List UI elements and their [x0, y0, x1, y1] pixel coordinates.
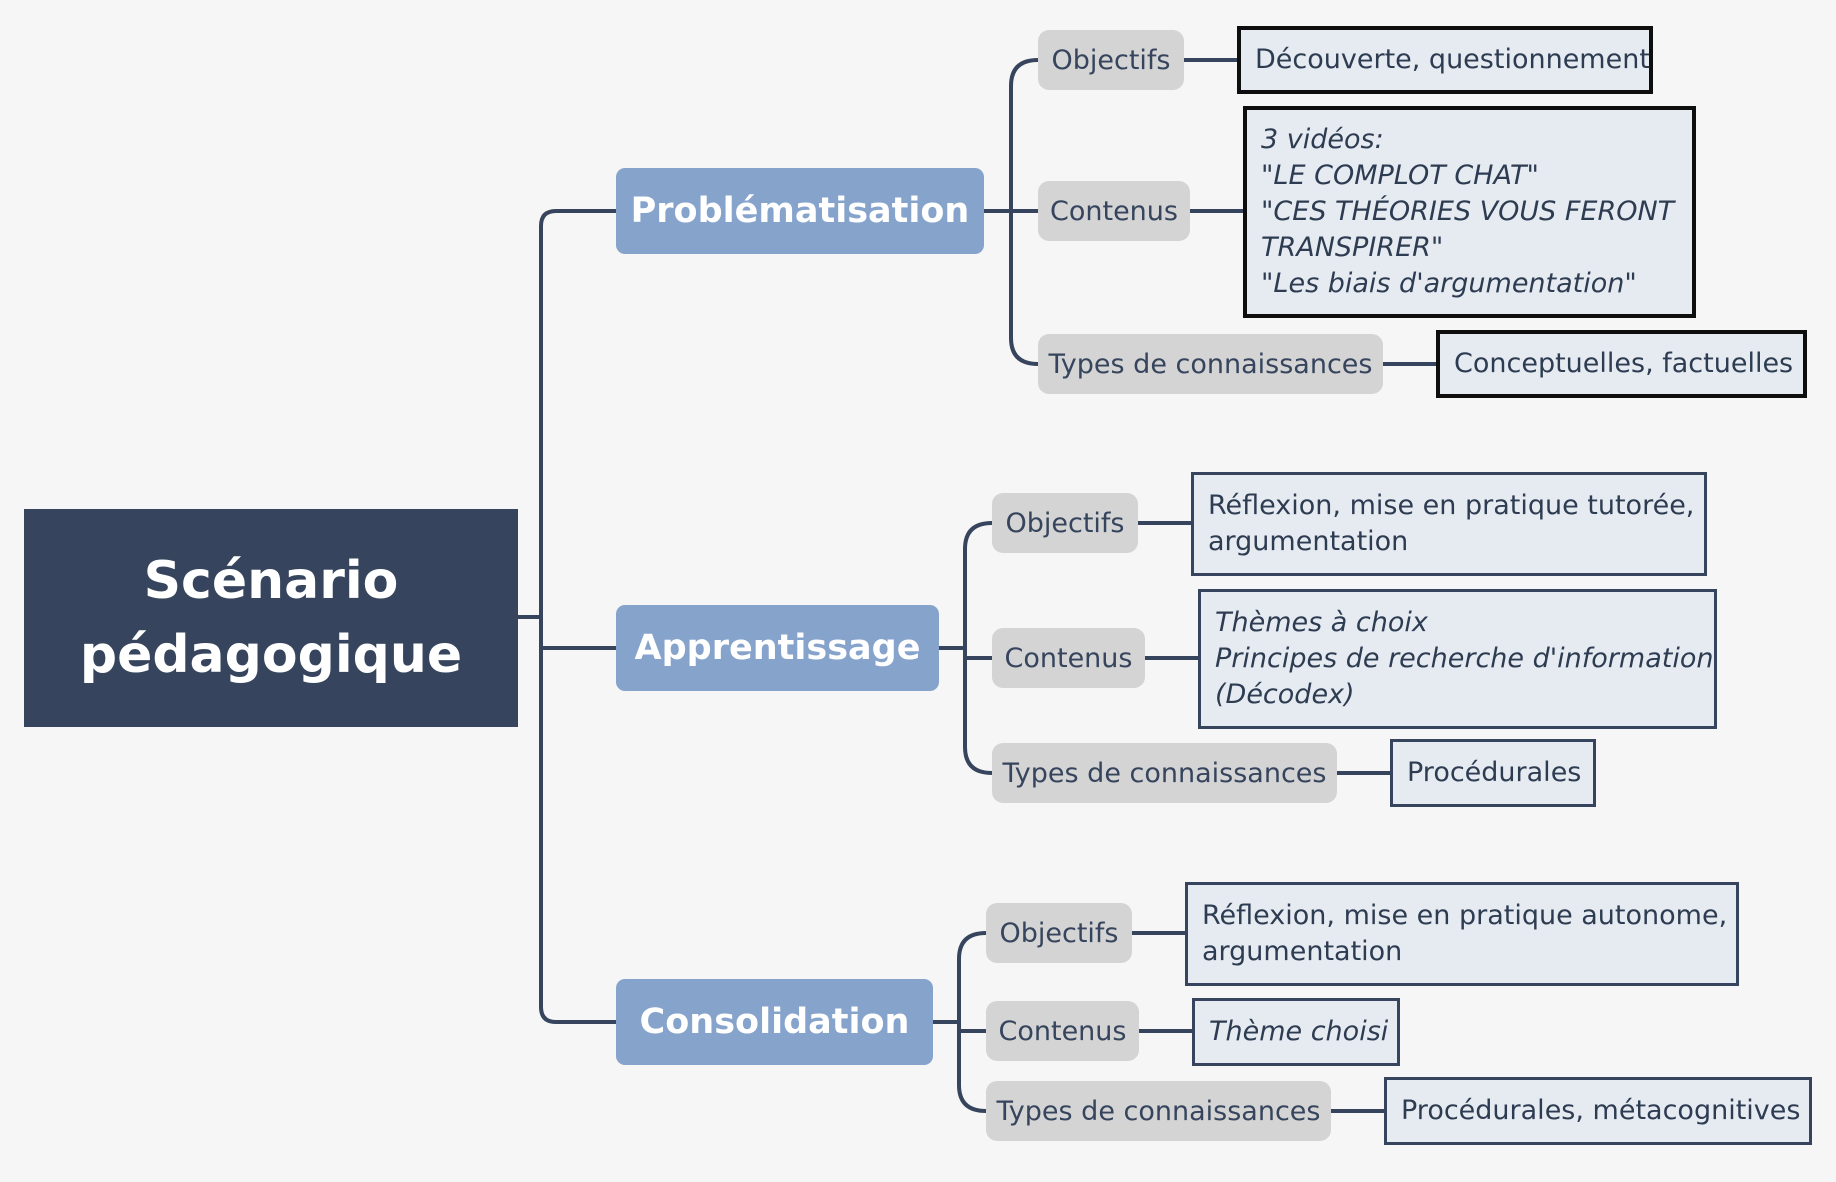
leaf-contenus-value[interactable]: Thèmes à choix Principes de recherche d'…	[1198, 589, 1717, 729]
leaf-types-value[interactable]: Procédurales	[1390, 739, 1596, 807]
leaf-types-value[interactable]: Conceptuelles, factuelles	[1436, 330, 1807, 398]
leaf-objectifs-value[interactable]: Réflexion, mise en pratique tutorée, arg…	[1191, 472, 1707, 576]
leaf-text-line: Réflexion, mise en pratique tutorée,	[1208, 490, 1695, 521]
leaf-contenus-value[interactable]: Thème choisi	[1192, 998, 1400, 1066]
leaf-text-line: Procédurales	[1407, 757, 1582, 788]
central-topic-line-2: pédagogique	[79, 625, 463, 685]
subtopic-objectifs[interactable]: Objectifs	[986, 903, 1132, 963]
leaf-text-line: argumentation	[1202, 936, 1403, 967]
leaf-text-line: Conceptuelles, factuelles	[1454, 348, 1794, 379]
topic-label: Consolidation	[639, 1002, 910, 1042]
subtopic-contenus[interactable]: Contenus	[992, 628, 1145, 688]
leaf-text-line: Thème choisi	[1209, 1016, 1389, 1047]
leaf-text-line: "CES THÉORIES VOUS FERONT	[1261, 196, 1675, 227]
subtopic-types-de-connaissances[interactable]: Types de connaissances	[992, 743, 1337, 803]
subtopic-label: Contenus	[998, 1015, 1127, 1047]
central-topic[interactable]: Scénario pédagogique	[24, 509, 518, 727]
leaf-types-value[interactable]: Procédurales, métacognitives	[1384, 1077, 1812, 1145]
subtopic-label: Objectifs	[1051, 44, 1171, 76]
subtopic-objectifs[interactable]: Objectifs	[1038, 30, 1184, 90]
leaf-text-line: Découverte, questionnement	[1255, 44, 1650, 75]
subtopic-types-de-connaissances[interactable]: Types de connaissances	[986, 1081, 1331, 1141]
leaf-text-line: Principes de recherche d'information	[1215, 643, 1714, 674]
leaf-text-line: 3 vidéos:	[1261, 124, 1384, 155]
leaf-text-line: (Décodex)	[1215, 679, 1355, 710]
leaf-text-line: argumentation	[1208, 526, 1409, 557]
leaf-text-line: "Les biais d'argumentation"	[1261, 268, 1637, 299]
subtopic-label: Types de connaissances	[1048, 348, 1373, 380]
leaf-text-line: Procédurales, métacognitives	[1401, 1095, 1801, 1126]
topic-apprentissage[interactable]: Apprentissage	[616, 605, 939, 691]
leaf-text-line: Réflexion, mise en pratique autonome,	[1202, 900, 1728, 931]
subtopic-objectifs[interactable]: Objectifs	[992, 493, 1138, 553]
subtopic-contenus[interactable]: Contenus	[986, 1001, 1139, 1061]
leaf-objectifs-value[interactable]: Découverte, questionnement	[1237, 26, 1653, 94]
subtopic-label: Objectifs	[999, 917, 1119, 949]
central-topic-line-1: Scénario	[143, 551, 399, 611]
topic-label: Problématisation	[630, 191, 970, 231]
topic-consolidation[interactable]: Consolidation	[616, 979, 933, 1065]
subtopic-label: Contenus	[1004, 642, 1133, 674]
leaf-objectifs-value[interactable]: Réflexion, mise en pratique autonome, ar…	[1185, 882, 1739, 986]
subtopic-label: Objectifs	[1005, 507, 1125, 539]
subtopic-label: Types de connaissances	[1002, 757, 1327, 789]
leaf-text-line: TRANSPIRER"	[1261, 232, 1444, 263]
subtopic-label: Contenus	[1050, 195, 1178, 227]
topic-label: Apprentissage	[634, 628, 921, 668]
subtopic-label: Types de connaissances	[996, 1095, 1321, 1127]
topic-problematisation[interactable]: Problématisation	[616, 168, 984, 254]
leaf-text-line: Thèmes à choix	[1215, 607, 1428, 638]
leaf-text-line: "LE COMPLOT CHAT"	[1261, 160, 1539, 191]
subtopic-contenus[interactable]: Contenus	[1038, 181, 1190, 241]
subtopic-types-de-connaissances[interactable]: Types de connaissances	[1038, 334, 1383, 394]
leaf-contenus-value[interactable]: 3 vidéos: "LE COMPLOT CHAT" "CES THÉORIE…	[1243, 106, 1696, 318]
